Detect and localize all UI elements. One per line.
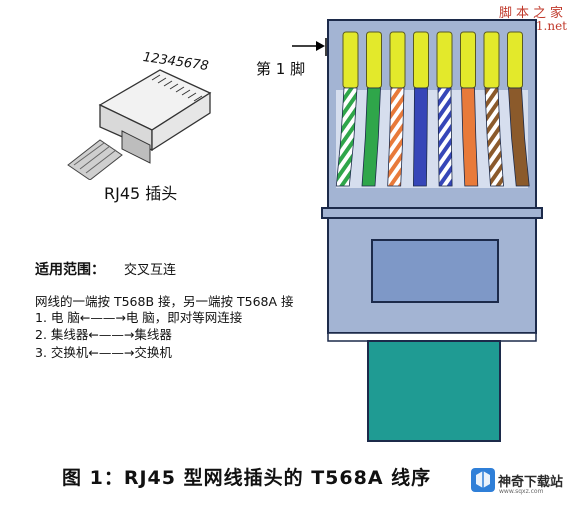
- wire-4: [412, 87, 428, 187]
- scope-value: 交叉互连: [124, 263, 177, 278]
- pin-1-arrow: [292, 38, 327, 56]
- latch-window: [371, 239, 499, 303]
- contact-pin-1: [342, 31, 359, 89]
- wire-7: [484, 87, 504, 187]
- rj45-connector-diagram: [321, 19, 543, 442]
- contact-pin-5: [436, 31, 453, 89]
- wire-6: [461, 87, 479, 187]
- wire-1: [335, 87, 358, 187]
- figure-caption: 图 1：RJ45 型网线插头的 T568A 线序: [62, 467, 432, 489]
- wire-3: [387, 87, 405, 187]
- contact-pins: [342, 31, 523, 89]
- logo-url: www.sqxz.com: [499, 488, 544, 495]
- connector-ledge: [321, 207, 543, 219]
- pin-1-label: 第 1 脚: [256, 60, 306, 78]
- cable-jacket: [367, 340, 501, 442]
- plug-name-label: RJ45 插头: [104, 184, 178, 203]
- contact-pin-6: [460, 31, 476, 89]
- logo-icon: [471, 468, 495, 492]
- rj45-plug-illustration: [67, 69, 212, 180]
- scope-title: 适用范围：: [35, 262, 105, 278]
- contact-pin-8: [507, 31, 523, 89]
- wire-8: [508, 87, 530, 187]
- description-line: 2. 集线器←——→集线器: [35, 327, 172, 342]
- wire-2: [361, 87, 381, 187]
- contact-pin-3: [389, 31, 406, 89]
- watermark-site-name: 脚本之家: [498, 6, 567, 21]
- description-line: 网线的一端按 T568B 接，另一端按 T568A 接: [35, 294, 294, 309]
- contact-pin-2: [366, 31, 382, 89]
- logo-text: 神奇下载站: [498, 475, 564, 490]
- description-line: 3. 交换机←——→交换机: [35, 345, 172, 360]
- contact-pin-7: [483, 31, 500, 89]
- wire-5: [437, 87, 453, 187]
- boot-gap: [327, 332, 537, 342]
- wires-group: [335, 87, 530, 187]
- description-line: 1. 电 脑←——→电 脑，即对等网连接: [35, 310, 243, 325]
- contact-pin-4: [413, 31, 429, 89]
